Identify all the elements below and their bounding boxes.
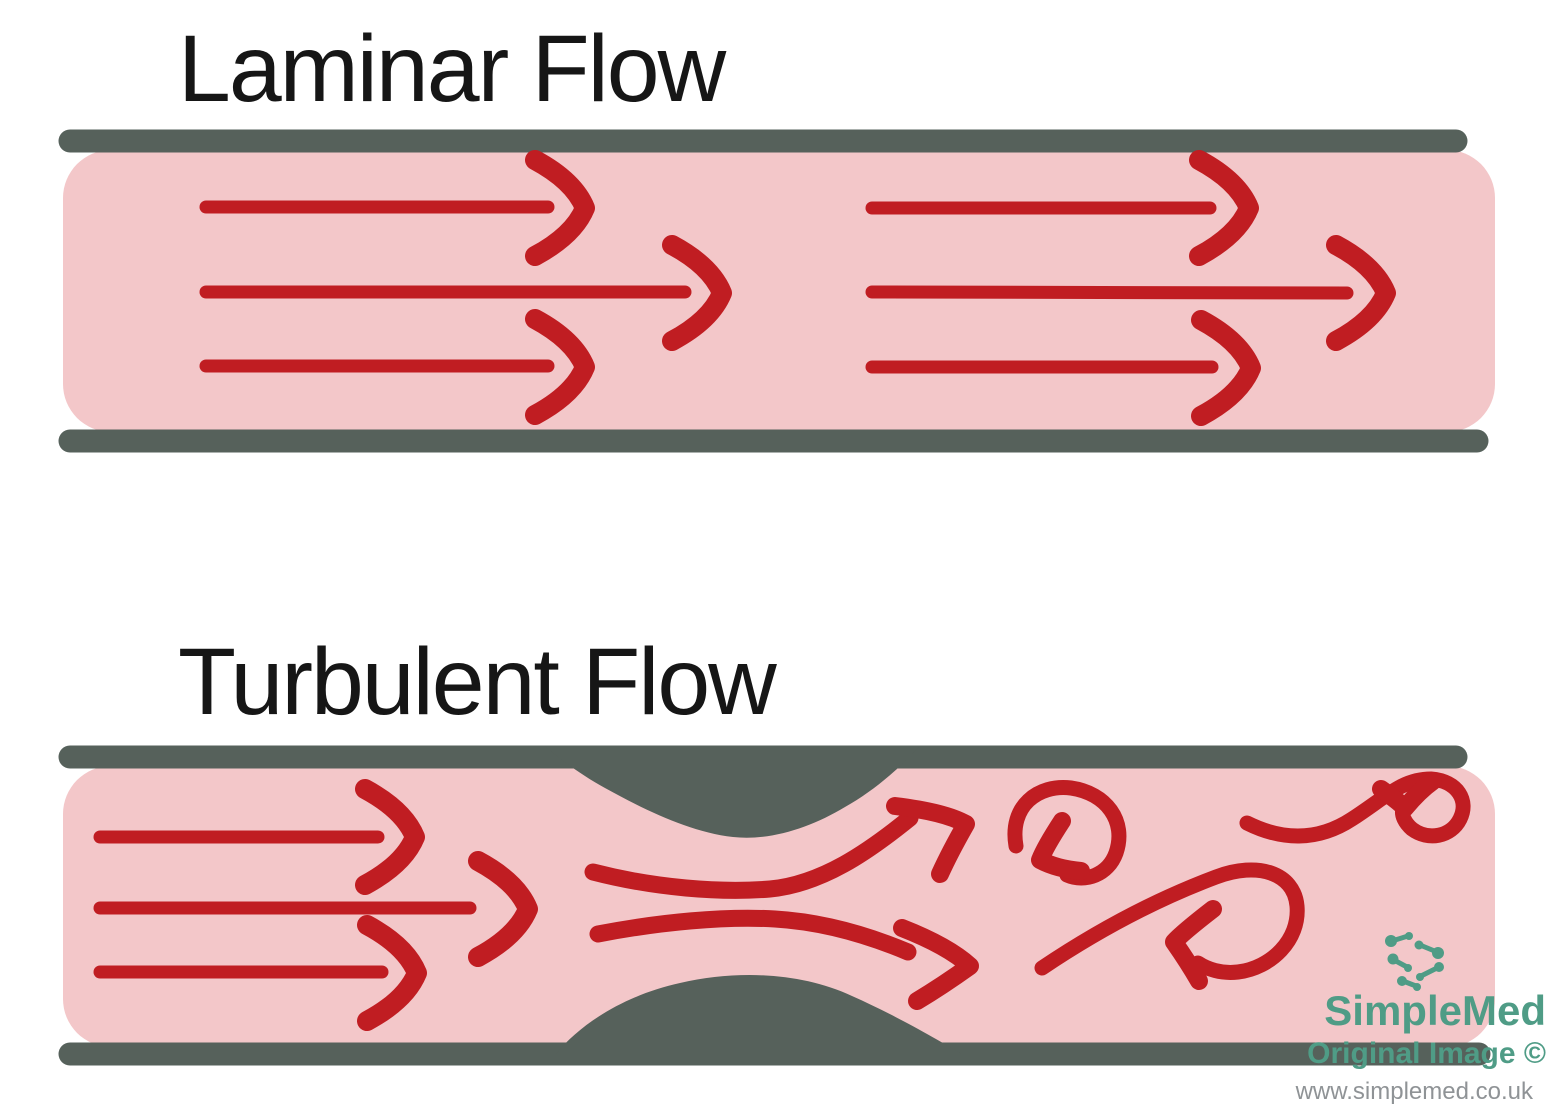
watermark-caption: Original Image © (1307, 1037, 1546, 1070)
panel-laminar: Laminar Flow (58, 16, 1495, 453)
watermark-url: www.simplemed.co.uk (1295, 1078, 1534, 1105)
laminar-arrow (865, 150, 1259, 266)
watermark: SimpleMed Original Image © www.simplemed… (1295, 932, 1546, 1105)
panel-turbulent: Turbulent Flow (58, 629, 1495, 1066)
watermark-brand: SimpleMed (1324, 987, 1546, 1034)
turbulent-arrow (93, 779, 425, 895)
stenosis-curve-arrow (589, 909, 979, 1010)
laminar-arrow (199, 309, 595, 425)
eddy-swirl-arrow (1239, 771, 1471, 844)
stenosis-plaque-top (545, 746, 920, 838)
laminar-title: Laminar Flow (178, 16, 727, 122)
laminar-arrow (199, 150, 595, 266)
stenosis-curve-arrow (584, 797, 975, 899)
turbulent-arrow (93, 915, 427, 1031)
molecule-dots-icon (1385, 932, 1444, 991)
laminar-arrow (199, 235, 732, 351)
stenosis-plaque-bottom (556, 975, 962, 1054)
laminar-arrow (865, 310, 1261, 426)
turbulent-title: Turbulent Flow (178, 629, 777, 735)
turbulent-arrow (93, 851, 538, 967)
laminar-arrow (865, 235, 1396, 351)
eddy-swirl-arrow (1007, 780, 1127, 886)
eddy-swirl-arrow (1034, 862, 1305, 990)
